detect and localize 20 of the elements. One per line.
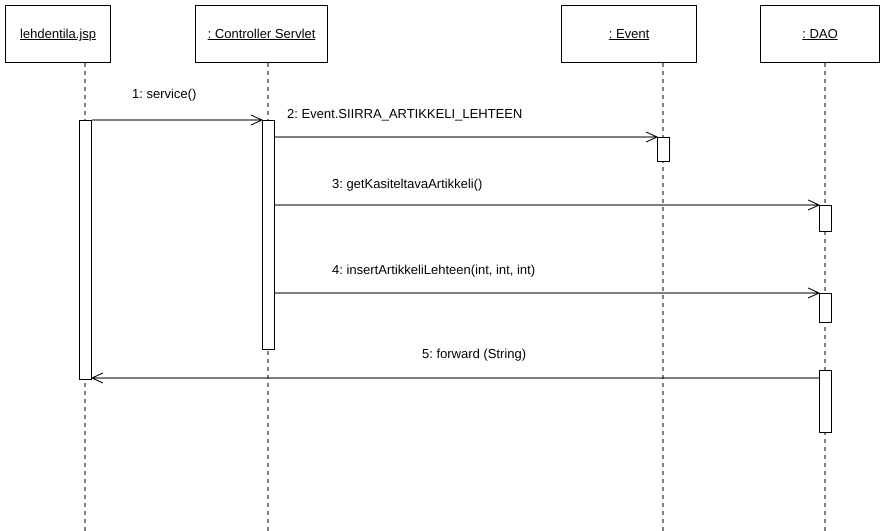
message-arrow <box>274 200 820 210</box>
message-arrow <box>92 114 262 126</box>
activation-bar <box>262 120 275 350</box>
message-arrow <box>92 372 820 384</box>
activation-bar <box>819 205 832 232</box>
lifeline-head: lehdentila.jsp <box>5 5 111 63</box>
lifeline-head: : Controller Servlet <box>195 5 328 63</box>
lifeline-head: : DAO <box>760 5 880 63</box>
message-label: 2: Event.SIIRRA_ARTIKKELI_LEHTEEN <box>285 106 524 121</box>
activation-bar <box>657 137 670 162</box>
activation-bar <box>79 120 92 380</box>
message-label: 4: insertArtikkeliLehteen(int, int, int) <box>330 262 538 277</box>
message-label: 5: forward (String) <box>420 346 528 361</box>
activation-bar <box>819 293 832 323</box>
message-arrow <box>274 132 658 142</box>
activation-bar <box>819 370 832 433</box>
message-label: 1: service() <box>130 86 198 101</box>
message-arrow <box>274 288 820 298</box>
lifeline-head: : Event <box>561 5 697 63</box>
message-label: 3: getKasiteltavaArtikkeli() <box>330 176 484 191</box>
